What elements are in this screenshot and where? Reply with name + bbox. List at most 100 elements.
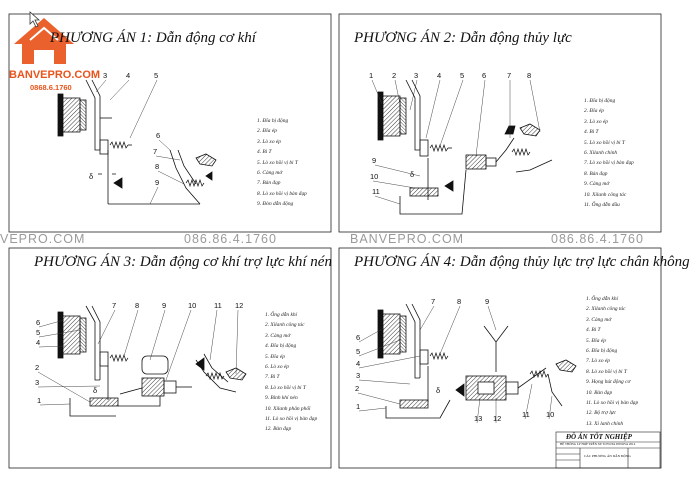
leader-line xyxy=(529,79,541,133)
legend-item: 3. Lò xo ép xyxy=(257,138,281,145)
logo-house-icon xyxy=(14,18,74,64)
legend-item: 4. Bi T xyxy=(586,327,601,334)
leader-line xyxy=(109,79,130,101)
leader-line xyxy=(155,155,181,161)
callout-label: 11 xyxy=(372,187,380,196)
callout-label: 8 xyxy=(135,301,140,310)
callout-label: 6 xyxy=(156,131,161,140)
callout-label: 8 xyxy=(155,162,160,171)
panel-2-diagram xyxy=(377,79,553,215)
logo-cursor-icon xyxy=(29,11,41,28)
legend-item: 7. Bàn đạp xyxy=(257,180,281,187)
callout-label: 9 xyxy=(372,156,377,165)
panel-4-title: PHƯƠNG ÁN 4: Dẫn động thủy lực trợ lực c… xyxy=(354,254,690,270)
leader-line xyxy=(358,339,401,357)
callout-label: 2 xyxy=(392,71,397,80)
leader-line xyxy=(129,79,158,139)
legend-item: 8. Lò xo hồi vị bi T xyxy=(586,368,627,375)
legend-item: 5. Lò xo hồi vị bi T xyxy=(257,159,298,166)
legend-item: 11. Lò xo hồi vị bàn đạp xyxy=(586,399,639,406)
callout-label: 6 xyxy=(482,71,487,80)
legend-item: 11. Ống dẫn dầu xyxy=(584,201,620,208)
leader-line xyxy=(165,309,192,381)
callout-label: 11 xyxy=(214,301,222,310)
legend-item: 1. Đĩa bị động xyxy=(257,118,289,124)
panel-3-title: PHƯƠNG ÁN 3: Dẫn động cơ khí trợ lực khí… xyxy=(34,254,332,270)
title-block-subtitle: HỆ THỐNG LY HỢP TRÊN XE TOYOTA INNOVA 20… xyxy=(560,442,636,446)
leader-line xyxy=(358,327,385,343)
legend-item: 10. Xilanh phân phối xyxy=(265,405,311,412)
legend-item: 7. Bi T xyxy=(265,374,280,381)
callout-label: 2 xyxy=(355,384,360,393)
leader-line xyxy=(487,305,497,331)
callout-label: 5 xyxy=(460,71,465,80)
legend-item: 10. Bàn đạp xyxy=(586,389,613,396)
legend-item: 7. Lò xo hồi vị bàn đạp xyxy=(584,160,634,167)
callout-label: 8 xyxy=(457,297,462,306)
logo-brand[interactable]: BANVEPRO.COM xyxy=(9,69,101,81)
leader-line xyxy=(409,79,418,111)
callout-label: 6 xyxy=(36,318,41,327)
legend-item: 9. Đòn dẫn động xyxy=(257,201,294,208)
legend-item: 3. Càng mở xyxy=(586,316,612,323)
drawing-sheet xyxy=(8,11,662,469)
leader-line xyxy=(38,319,65,328)
legend-item: 5. Đĩa ép xyxy=(265,353,285,360)
panel-4-diagram xyxy=(377,303,577,419)
legend-item: 6. Lò xo ép xyxy=(265,363,289,370)
leader-line xyxy=(123,309,139,357)
callout-label: 11 xyxy=(522,410,530,419)
leader-line xyxy=(419,305,435,331)
leader-line xyxy=(38,329,81,338)
leader-line xyxy=(357,392,401,405)
legend-item: 9. Họng hút động cơ xyxy=(586,379,631,386)
title-block-sheet-name: CÁC PHƯƠNG ÁN DẪN ĐỘNG xyxy=(584,454,631,458)
legend-item: 8. Lò xo hồi vị bi T xyxy=(265,384,306,391)
panel-3-diagram xyxy=(57,305,247,417)
diagram-marks xyxy=(37,79,553,424)
callout-label: 7 xyxy=(507,71,512,80)
legend-item: 8. Lò xo hồi vị bàn đạp xyxy=(257,190,307,197)
callout-label: 3 xyxy=(414,71,419,80)
leader-line xyxy=(475,79,486,157)
legend-item: 2. Xilanh công tác xyxy=(265,322,305,329)
callout-label: 7 xyxy=(431,297,436,306)
callout-label: 7 xyxy=(153,147,158,156)
leader-line xyxy=(374,195,401,205)
callout-label: 4 xyxy=(356,359,361,368)
leader-line xyxy=(548,395,553,420)
watermark-site-center: BANVEPRO.COM xyxy=(350,232,465,246)
watermark-phone-right: 086.86.4.1760 xyxy=(551,232,644,246)
callout-label: 10 xyxy=(546,410,555,419)
leader-line xyxy=(371,79,383,105)
legend-item: 1. Ống dẫn khí xyxy=(265,312,298,318)
legend-item: 5. Lò xo hồi vị bi T xyxy=(584,139,625,146)
legend-item: 9. Bình khí nén xyxy=(265,395,298,402)
legend-item: 4. Bi T xyxy=(584,129,599,136)
legend-item: 5. Đĩa ép xyxy=(586,337,606,344)
callout-label: 3 xyxy=(103,71,108,80)
leader-line xyxy=(149,186,159,205)
legend-item: 8. Bàn đạp xyxy=(584,170,608,177)
leader-line xyxy=(394,79,401,105)
callout-label: 9 xyxy=(162,301,167,310)
leader-line xyxy=(95,79,107,93)
legend-item: 2. Xilanh công tác xyxy=(586,306,626,313)
legend-item: 7. Lò xo ép xyxy=(586,358,610,365)
leader-line xyxy=(97,309,116,345)
callout-label: 4 xyxy=(36,338,41,347)
legend-item: 6. Càng mở xyxy=(257,169,283,176)
callout-label: 5 xyxy=(356,347,361,356)
callout-label: 7 xyxy=(112,301,117,310)
callout-label: 2 xyxy=(35,363,40,372)
callout-label: δ xyxy=(436,386,441,395)
leader-line xyxy=(358,355,421,369)
callout-label: δ xyxy=(410,170,415,179)
callout-label: 13 xyxy=(474,414,483,423)
leader-line xyxy=(439,79,464,147)
legend-item: 12. Bộ trợ lực xyxy=(586,410,617,417)
title-block-heading: ĐỒ ÁN TỐT NGHIỆP xyxy=(566,433,632,441)
legend-item: 6. Đĩa bị động xyxy=(586,347,618,354)
callout-label: 5 xyxy=(154,71,159,80)
leader-line xyxy=(37,385,101,388)
